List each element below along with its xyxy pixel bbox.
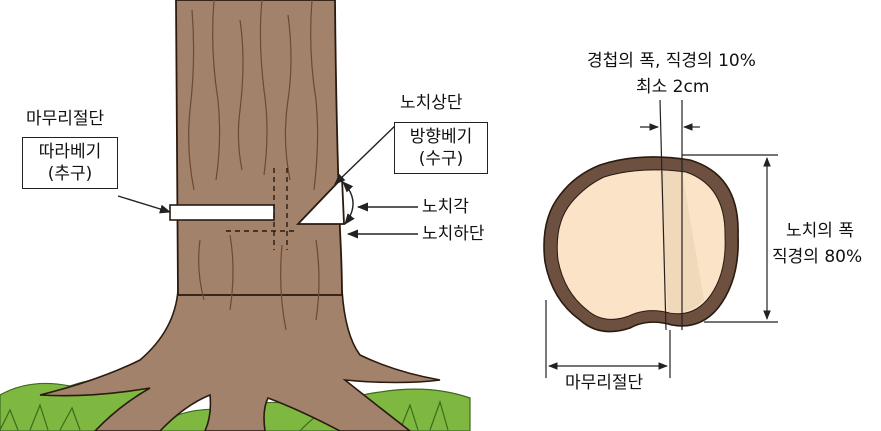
stump-dimensions — [545, 123, 778, 378]
back-cut-subtext: (추구) — [47, 164, 93, 184]
stump-finish-cut-label: 마무리절단 — [565, 373, 644, 393]
notch-top-leader — [334, 122, 399, 185]
back-cut-text: 따라베기 — [38, 142, 102, 162]
dashed-guides — [226, 168, 298, 250]
direction-cut-box: 방향베기 (수구) — [394, 122, 488, 174]
direction-cut-text: 방향베기 — [409, 127, 473, 147]
hinge-min-label: 최소 2cm — [636, 77, 710, 97]
direction-cut-subtext: (수구) — [418, 149, 464, 169]
back-cut-slot — [169, 204, 275, 221]
stump-section — [543, 99, 739, 333]
trunk — [175, 0, 343, 331]
finish-cut-label: 마무리절단 — [26, 109, 105, 129]
notch-width-label: 노치의 폭 — [786, 221, 854, 241]
notch-width-pct-label: 직경의 80% — [772, 247, 863, 267]
tree-illustration — [0, 0, 471, 431]
notch-angle-arc — [342, 181, 355, 225]
roots — [39, 289, 441, 431]
notch-angle-label: 노치각 — [422, 197, 469, 217]
hinge-line-left — [659, 99, 667, 331]
notch-bottom-label: 노치하단 — [422, 224, 485, 244]
hinge-width-label: 경첩의 폭, 직경의 10% — [587, 51, 756, 71]
finish-cut-leader — [117, 195, 172, 214]
notch-top-label: 노치상단 — [400, 93, 463, 113]
back-cut-box: 따라베기 (추구) — [22, 137, 118, 189]
